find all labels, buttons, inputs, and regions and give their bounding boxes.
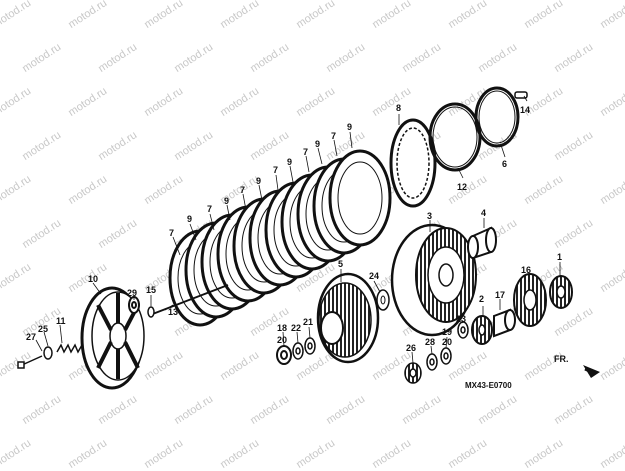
callout-26: 26 [406,343,416,353]
callout-9: 9 [256,176,261,186]
lifter-rod [149,284,229,316]
callout-7: 7 [207,204,212,214]
outer-guide-collar [467,226,497,260]
callout-17: 17 [495,290,505,300]
callout-1: 1 [557,252,562,262]
callout-9: 9 [224,196,229,206]
washer [426,353,438,371]
callout-18: 18 [277,323,287,333]
callout-numbers: 1 2 3 4 5 6 7 7 7 7 7 7 8 9 9 9 9 9 9 9 … [26,103,562,353]
callout-16: 16 [521,265,531,275]
clutch-plate [328,149,392,247]
callout-9: 9 [187,214,192,224]
diagram-code: MX43-E0700 [465,381,512,390]
callout-29: 29 [127,288,137,298]
callout-15: 15 [146,285,156,295]
clutch-outer [390,223,477,337]
callout-12: 12 [457,182,467,192]
callout-13: 13 [168,307,178,317]
callout-5: 5 [338,259,343,269]
callout-11: 11 [56,316,66,326]
callout-20: 20 [277,335,287,345]
oil-pump-gear [471,315,493,345]
callout-2: 2 [479,294,484,304]
lock-nut [276,345,292,365]
callout-7: 7 [240,185,245,195]
callout-25: 25 [38,324,48,334]
washer [292,342,304,360]
front-label: FR. [554,354,569,364]
callout-22: 22 [291,323,301,333]
callout-3: 3 [427,211,432,221]
lifter-piece [147,306,155,318]
callout-10: 10 [88,274,98,284]
callout-20: 20 [442,337,452,347]
wire-ring [428,102,482,172]
callout-9: 9 [315,139,320,149]
pressure-plate [80,286,145,390]
thrust-washer [376,289,390,311]
callout-23: 23 [456,314,466,324]
needle-bearing [404,362,422,384]
front-direction-arrow: FR. [554,354,600,378]
callout-6: 6 [502,159,507,169]
washer [304,337,316,355]
bearing [128,296,140,314]
clutch-spring [56,343,83,354]
callout-8: 8 [396,103,401,113]
callout-27: 27 [26,332,36,342]
callout-4: 4 [481,208,486,218]
callout-7: 7 [273,165,278,175]
judder-spring [474,86,520,148]
callout-21: 21 [303,317,313,327]
callout-9: 9 [347,122,352,132]
friction-disk [389,118,437,208]
callout-19: 19 [442,327,452,337]
spacer-collar [493,308,516,338]
bolt [17,355,43,369]
callout-7: 7 [303,147,308,157]
clutch-center [316,272,380,364]
washer [43,346,53,360]
callout-14: 14 [520,105,530,115]
clutch-plate-stack [168,149,392,327]
primary-drive-gear [513,273,547,327]
callout-28: 28 [425,337,435,347]
washer [457,321,469,339]
callout-7: 7 [331,131,336,141]
callout-24: 24 [369,271,379,281]
leader-lines [35,95,561,364]
washer [440,347,452,365]
dowel-pin [514,91,528,99]
callout-9: 9 [287,157,292,167]
drive-gear [549,275,573,309]
callout-7: 7 [169,228,174,238]
